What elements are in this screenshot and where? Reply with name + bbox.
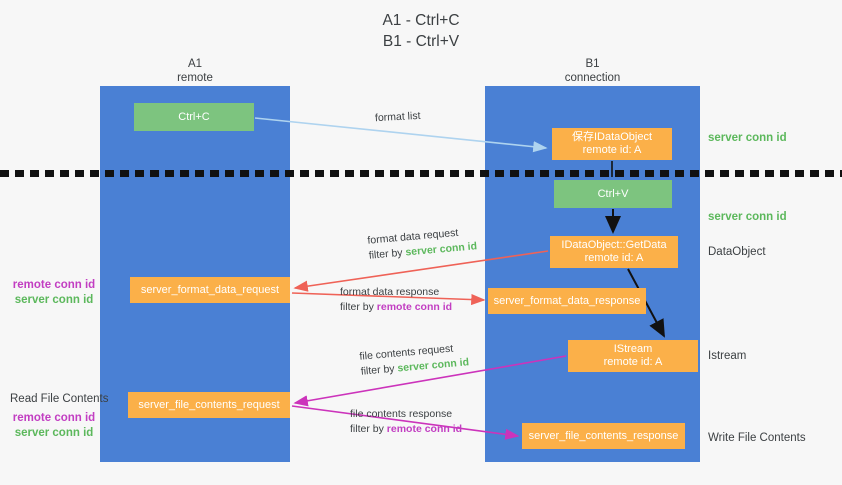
- label-server-conn-id: server conn id: [14, 294, 94, 306]
- annotation-format-list-text: format list: [374, 109, 421, 125]
- node-server-file-contents-request[interactable]: server_file_contents_request: [128, 392, 290, 418]
- annotation-format-data-response-text: format data response: [340, 286, 440, 298]
- node-idataobject[interactable]: 保存IDataObject remote id: A: [552, 128, 672, 160]
- node-server-format-data-response[interactable]: server_format_data_response: [488, 288, 646, 314]
- annotation-server-conn-id-2: server conn id: [396, 356, 470, 375]
- label-conn-ids-file: remote conn id server conn id: [10, 411, 98, 441]
- label-remote-conn-id-2: remote conn id: [12, 412, 96, 424]
- annotation-server-conn-id-1: server conn id: [404, 240, 478, 259]
- annotation-file-contents-response-text: file contents response: [350, 408, 453, 420]
- label-server-conn-id-2: server conn id: [14, 427, 94, 439]
- label-server-conn-id-mid: server conn id: [708, 211, 787, 223]
- annotation-format-data-response: format data response filter by remote co…: [340, 285, 452, 315]
- annotation-filter-by-4: filter by: [350, 423, 384, 435]
- annotation-remote-conn-id-2: remote conn id: [386, 423, 463, 435]
- lane-header-b1: B1 connection: [564, 58, 621, 84]
- label-istream: Istream: [708, 350, 747, 362]
- label-remote-conn-id: remote conn id: [12, 279, 96, 291]
- annotation-filter-by-1: filter by: [368, 246, 404, 262]
- annotation-filter-by-2: filter by: [340, 301, 374, 313]
- label-write-file-contents: Write File Contents: [708, 432, 806, 444]
- node-istream[interactable]: IStream remote id: A: [568, 340, 698, 372]
- node-ctrl-v[interactable]: Ctrl+V: [554, 180, 672, 208]
- annotation-format-data-request: format data request filter by server con…: [367, 224, 478, 263]
- label-server-conn-id-top: server conn id: [708, 132, 787, 144]
- node-server-format-data-request[interactable]: server_format_data_request: [130, 277, 290, 303]
- node-idataobject-getdata[interactable]: IDataObject::GetData remote id: A: [550, 236, 678, 268]
- label-conn-ids-format: remote conn id server conn id: [10, 278, 98, 308]
- annotation-filter-by-3: filter by: [360, 362, 396, 378]
- lane-header-a1: A1 remote: [177, 58, 213, 84]
- diagram-title: A1 - Ctrl+C B1 - Ctrl+V: [382, 12, 460, 50]
- annotation-format-list: format list: [375, 109, 421, 126]
- dashed-divider-line: [0, 170, 842, 177]
- label-dataobject: DataObject: [708, 246, 766, 258]
- node-ctrl-c[interactable]: Ctrl+C: [134, 103, 254, 131]
- label-read-file-contents: Read File Contents: [10, 393, 109, 405]
- node-server-file-contents-response[interactable]: server_file_contents_response: [522, 423, 685, 449]
- annotation-remote-conn-id-1: remote conn id: [376, 301, 453, 313]
- annotation-file-contents-response: file contents response filter by remote …: [350, 407, 462, 437]
- annotation-file-contents-request: file contents request filter by server c…: [359, 340, 470, 379]
